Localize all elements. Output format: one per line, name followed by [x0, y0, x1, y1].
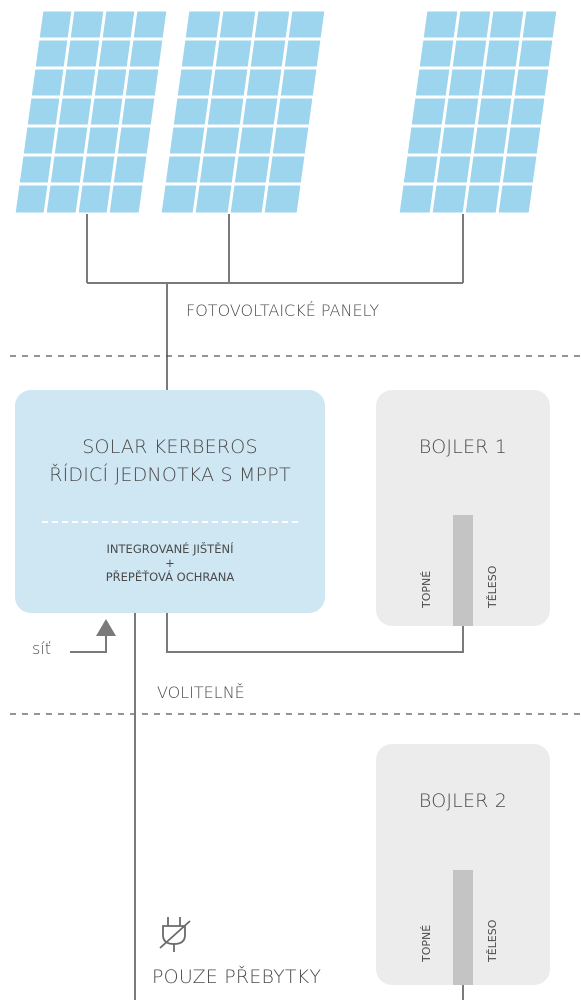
controller-title-line1: SOLAR KERBEROS [82, 436, 258, 458]
controller-title-line2: ŘÍDICÍ JEDNOTKA S MPPT [49, 464, 291, 486]
controller-sub-line1: INTEGROVANÉ JIŠTĚNÍ [106, 542, 234, 556]
boiler2-element-label-left: TOPNÉ [420, 924, 433, 962]
boiler1-element-label-left: TOPNÉ [420, 570, 433, 608]
solar-panel-icon [396, 8, 560, 216]
controller-sub-plus: + [165, 556, 175, 570]
boiler2-box: BOJLER 2 TOPNÉ TĚLESO [376, 744, 550, 985]
controller-sub-line2: PŘEPĚŤOVÁ OCHRANA [105, 570, 235, 584]
panel-wiring [86, 214, 464, 390]
grid-label: síť [32, 639, 52, 658]
boiler1-box: BOJLER 1 TOPNÉ TĚLESO [376, 390, 550, 626]
plug-crossed-icon [159, 917, 191, 952]
panels-label: FOTOVOLTAICKÉ PANELY [186, 301, 380, 320]
surplus-label: POUZE PŘEBYTKY [152, 966, 322, 988]
boiler2-title: BOJLER 2 [418, 790, 508, 812]
boiler1-element-label-right: TĚLESO [486, 565, 499, 608]
boiler2-heating-element [453, 870, 473, 985]
arrow-up-icon [70, 619, 116, 653]
boiler1-title: BOJLER 1 [418, 436, 508, 458]
solar-panel-icon [158, 8, 328, 216]
boiler1-wire [166, 613, 464, 653]
boiler2-element-label-right: TĚLESO [486, 919, 499, 962]
optional-label: VOLITELNĚ [157, 683, 245, 702]
solar-panel-icon [12, 8, 170, 216]
boiler1-heating-element [453, 515, 473, 626]
controller-box: SOLAR KERBEROS ŘÍDICÍ JEDNOTKA S MPPT IN… [15, 390, 325, 613]
controller-divider [42, 521, 298, 523]
